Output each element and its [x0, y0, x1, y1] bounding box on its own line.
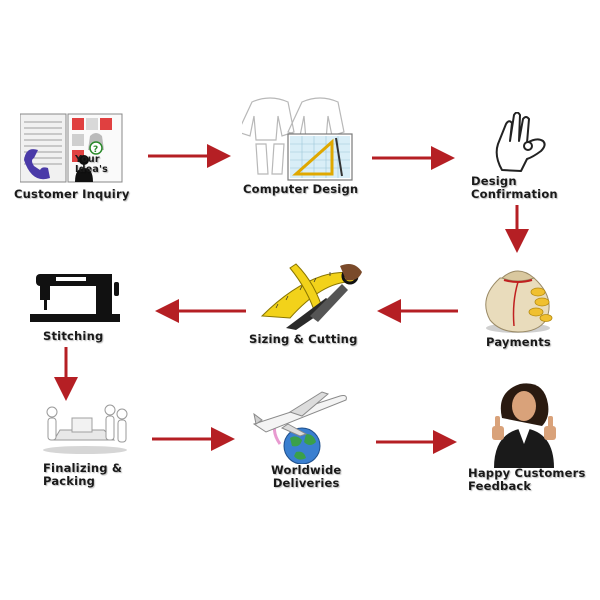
ok-hand-icon — [495, 112, 546, 172]
step-design-confirmation-label: Design Confirmation — [471, 174, 558, 201]
catalog-phone-icon: ? — [20, 113, 123, 183]
tape-scissors-icon — [260, 263, 362, 330]
money-bag-icon — [485, 270, 553, 333]
step-worldwide-deliveries-label: Worldwide Deliveries — [271, 463, 342, 490]
step-sizing-cutting-label: Sizing & Cutting — [249, 332, 358, 346]
step-payments-label: Payments — [486, 335, 551, 349]
packing-figures-icon — [43, 404, 128, 454]
step-stitching-label: Stitching — [43, 329, 104, 343]
thumbs-up-woman-icon — [492, 383, 556, 468]
suit-blueprint-icon — [242, 97, 353, 181]
idea-badge: Your Idea's — [75, 154, 108, 175]
step-finalizing-packing-label: Finalizing & Packing — [43, 461, 123, 488]
step-computer-design-label: Computer Design — [243, 182, 359, 196]
step-happy-customers-feedback-label: Happy Customers Feedback — [468, 466, 586, 493]
sewing-machine-icon — [30, 274, 120, 322]
step-customer-inquiry-label: Customer Inquiry — [14, 187, 130, 201]
svg-text:?: ? — [93, 145, 98, 155]
plane-globe-icon — [252, 391, 347, 464]
